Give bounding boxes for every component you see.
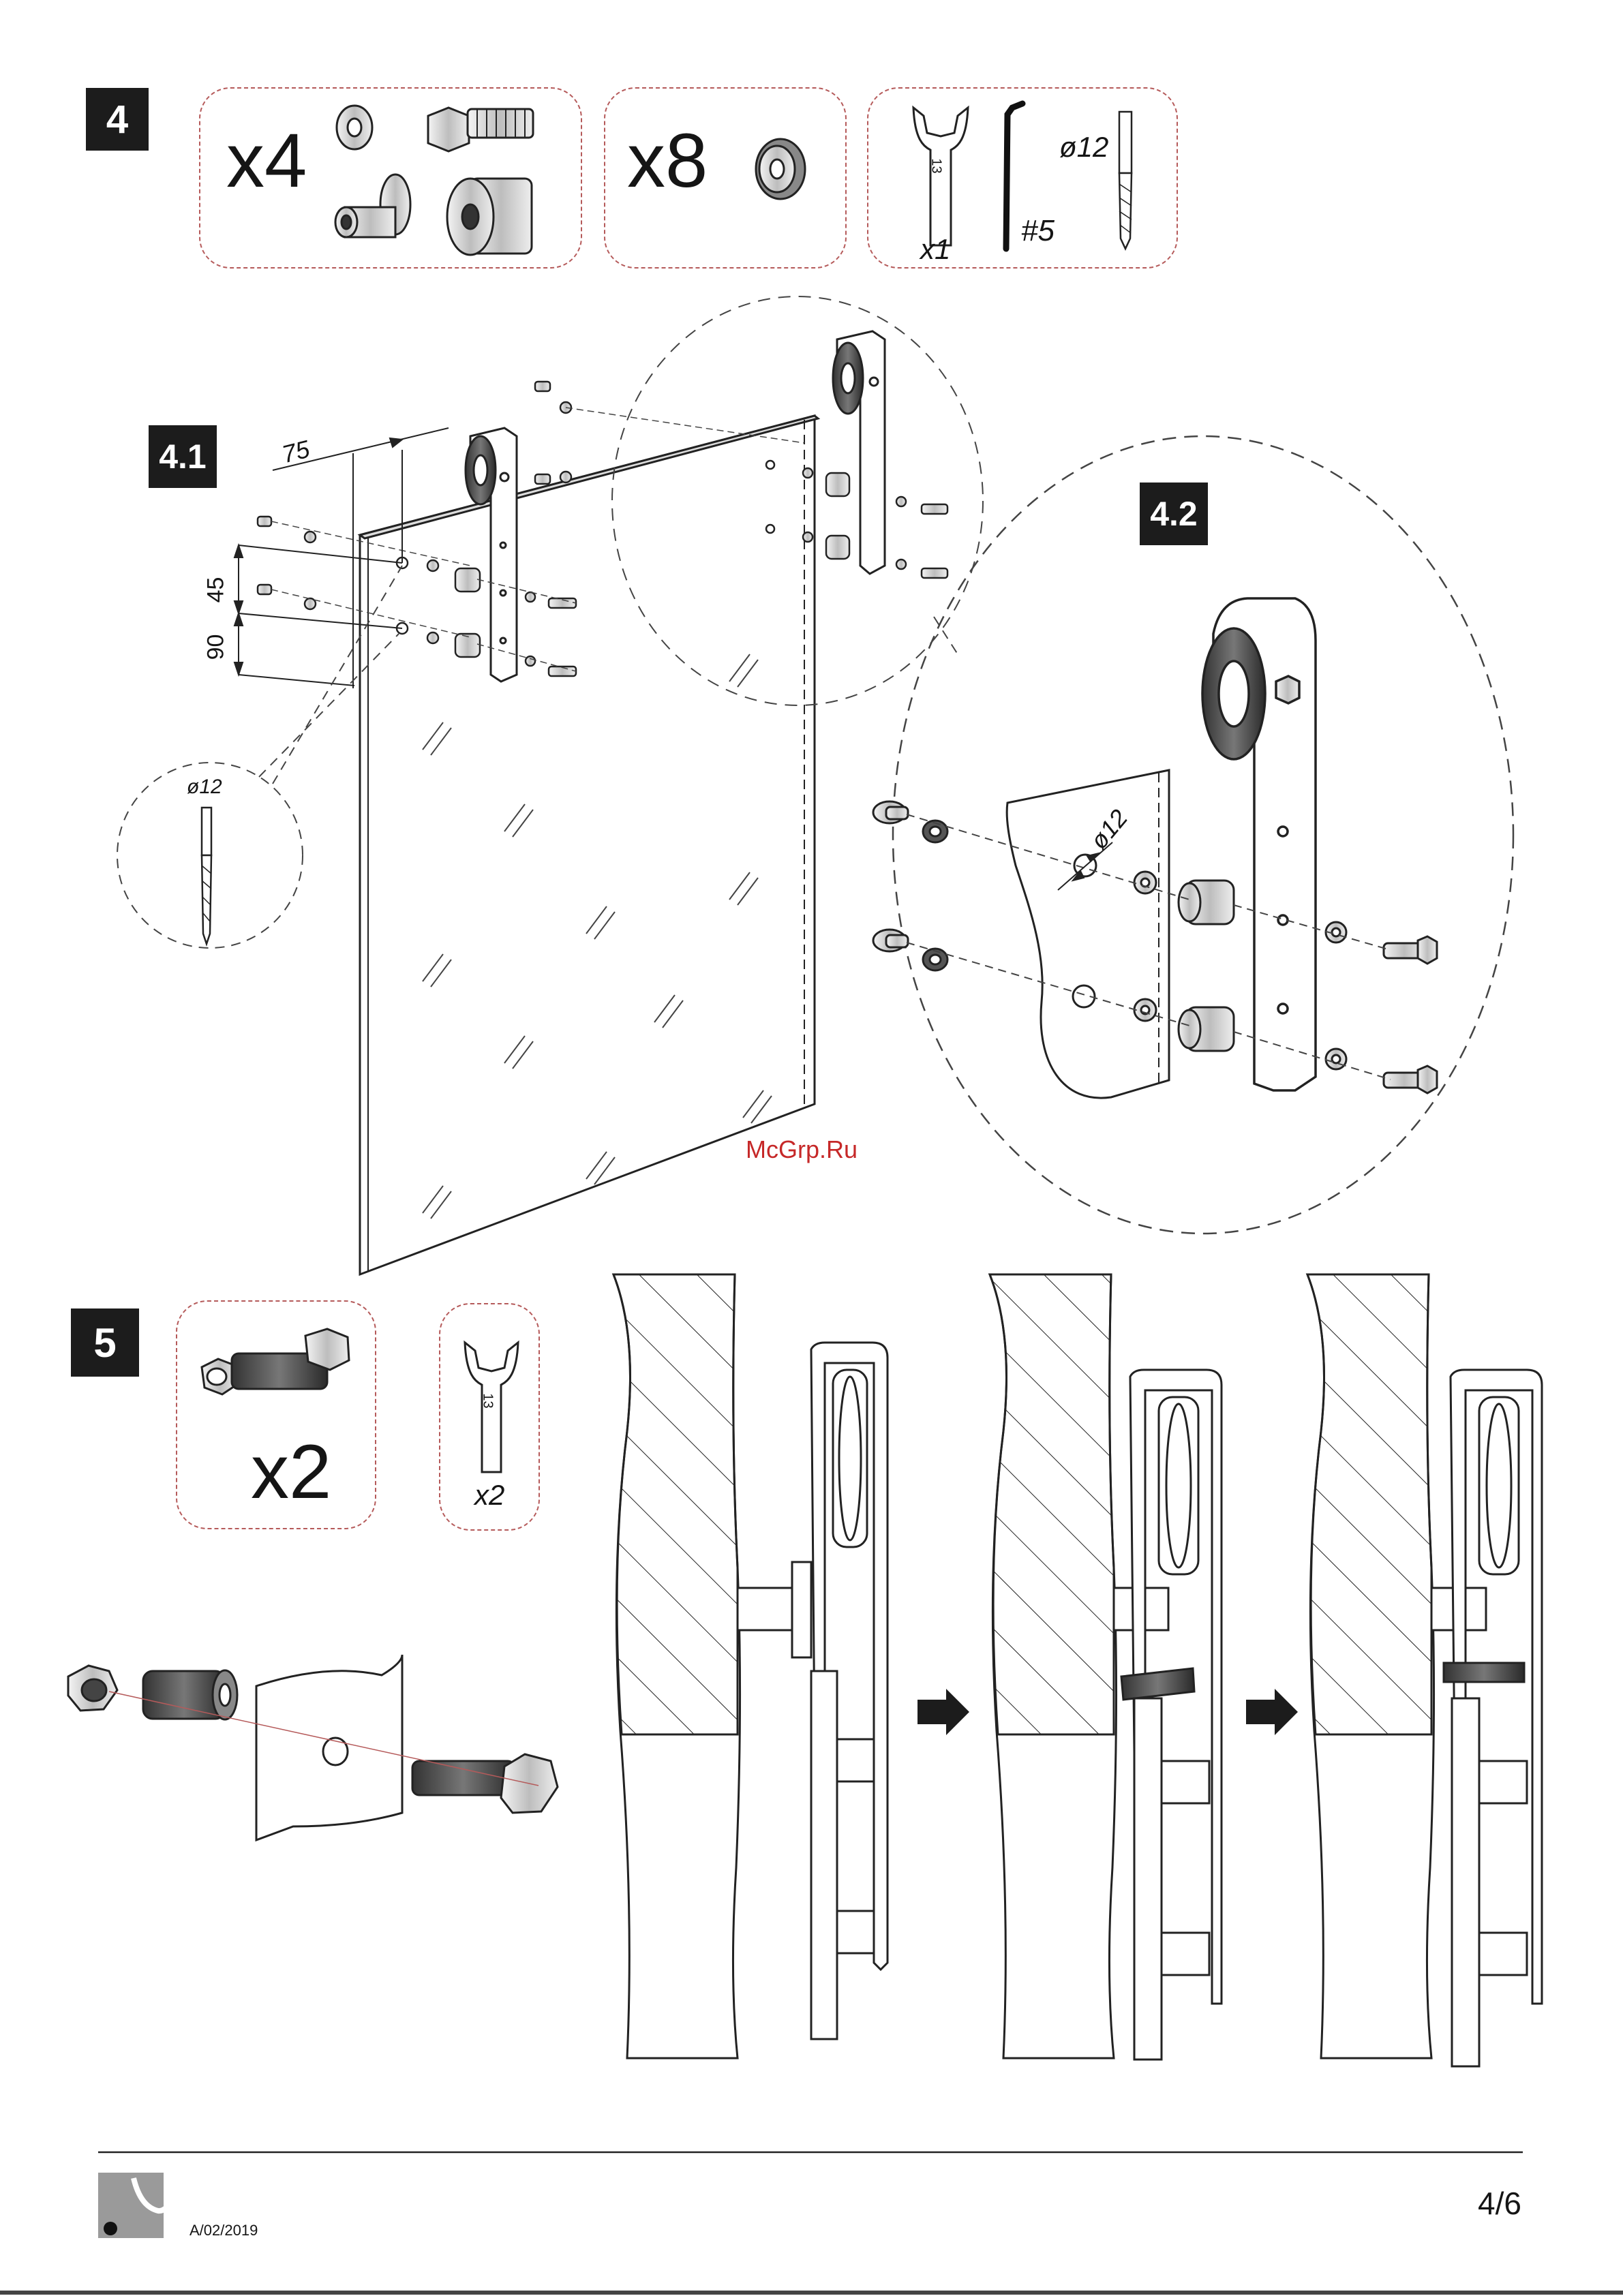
dimension-90-label: 90 bbox=[202, 634, 229, 660]
exploded-door-section bbox=[256, 1655, 402, 1840]
section-view-3 bbox=[1307, 1274, 1542, 2066]
drill-diameter-label: ø12 bbox=[1059, 131, 1108, 164]
wrench-small-qty-label: x2 bbox=[474, 1479, 504, 1512]
step-4-1-label: 4.1 bbox=[149, 425, 217, 488]
wrench-qty-label: x1 bbox=[920, 233, 950, 266]
drill-bit-small-icon bbox=[202, 808, 211, 944]
section-view-2 bbox=[990, 1274, 1222, 2060]
page-number: 4/6 bbox=[1478, 2185, 1521, 2222]
step-5-label: 5 bbox=[71, 1308, 139, 1377]
wrench-size-label: 13 bbox=[928, 158, 944, 173]
allen-key-label: #5 bbox=[1021, 214, 1055, 248]
watermark: McGrp.Ru bbox=[746, 1135, 858, 1164]
step-4-label: 4 bbox=[86, 88, 149, 151]
exploded-nut-icon bbox=[68, 1666, 117, 1711]
large-detail-circle bbox=[893, 436, 1513, 1234]
parts-qty-x2: x2 bbox=[251, 1434, 331, 1510]
dimension-45-label: 45 bbox=[202, 577, 229, 603]
door-edge-section bbox=[1007, 770, 1169, 1098]
parts-qty-x4: x4 bbox=[226, 123, 307, 199]
drill-detail-diameter-label: ø12 bbox=[187, 776, 222, 799]
section-view-1 bbox=[613, 1274, 888, 2058]
exploded-spacer-tube bbox=[143, 1670, 237, 1719]
document-code: A/02/2019 bbox=[189, 2222, 258, 2239]
wrench-small-size-label: 13 bbox=[480, 1393, 496, 1408]
brand-logo-icon bbox=[98, 2173, 180, 2238]
parts-qty-x8: x8 bbox=[627, 123, 708, 199]
step-4-2-label: 4.2 bbox=[1140, 483, 1208, 545]
